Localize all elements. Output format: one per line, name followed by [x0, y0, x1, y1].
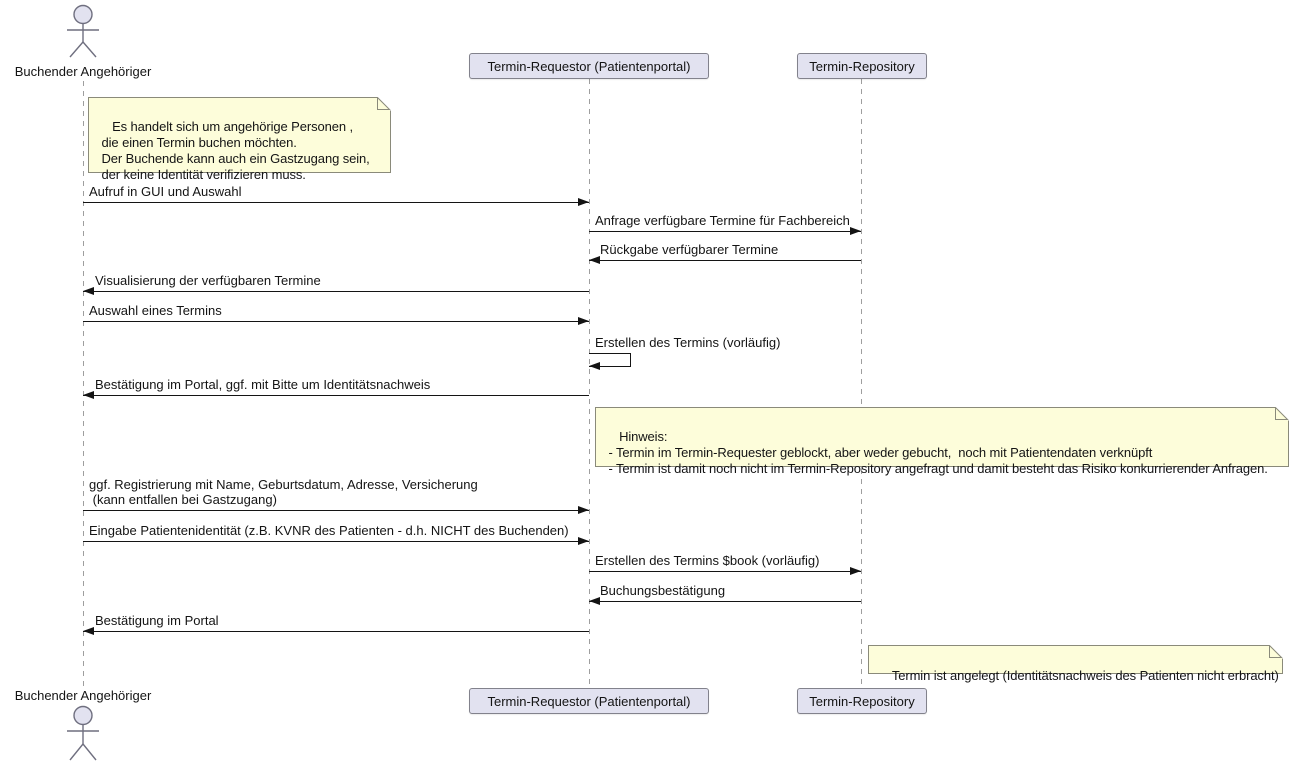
note-fold-icon: [1275, 407, 1289, 421]
message-label: Bestätigung im Portal, ggf. mit Bitte um…: [95, 377, 431, 392]
note-result: Termin ist angelegt (Identitätsnachweis …: [868, 645, 1283, 683]
participant-termin-repository-bottom: Termin-Repository: [797, 688, 927, 714]
message-label: Auswahl eines Termins: [89, 303, 222, 318]
message-label: ggf. Registrierung mit Name, Geburtsdatu…: [89, 477, 478, 507]
message-arrow-left: [83, 287, 589, 296]
note-text: Es handelt sich um angehörige Personen ,…: [101, 119, 370, 182]
actor-label-top: Buchender Angehöriger: [14, 64, 152, 79]
message-arrow-right: [589, 227, 861, 236]
participant-termin-requestor-top: Termin-Requestor (Patientenportal): [469, 53, 709, 79]
self-message-top-line: [589, 349, 631, 358]
message-arrow-right: [83, 317, 589, 326]
message-label: Erstellen des Termins (vorläufig): [595, 335, 781, 350]
lifeline-termin-repository: [861, 79, 862, 688]
lifeline-termin-requestor: [589, 79, 590, 688]
actor-icon: [61, 4, 105, 65]
actor-label-bottom: Buchender Angehöriger: [14, 688, 152, 703]
note-intro: Es handelt sich um angehörige Personen ,…: [88, 97, 391, 182]
participant-label: Termin-Repository: [809, 693, 915, 709]
message-label: Eingabe Patientenidentität (z.B. KVNR de…: [89, 523, 569, 538]
message-arrow-right: [83, 198, 589, 207]
note-text: Hinweis: - Termin im Termin-Requester ge…: [608, 429, 1268, 476]
message-arrow-left: [83, 391, 589, 400]
message-label: Visualisierung der verfügbaren Termine: [95, 273, 321, 288]
message-label: Aufruf in GUI und Auswahl: [89, 184, 242, 199]
message-label: Rückgabe verfügbarer Termine: [600, 242, 779, 257]
lifeline-buchender-angehoeriger: [83, 81, 84, 688]
message-label: Anfrage verfügbare Termine für Fachberei…: [595, 213, 850, 228]
self-message-side-line: [630, 353, 631, 367]
note-fold-icon: [1269, 645, 1283, 659]
message-label: Bestätigung im Portal: [95, 613, 219, 628]
message-arrow-left: [83, 627, 589, 636]
message-label: Erstellen des Termins $book (vorläufig): [595, 553, 820, 568]
participant-termin-repository-top: Termin-Repository: [797, 53, 927, 79]
message-label: Buchungsbestätigung: [600, 583, 726, 598]
participant-termin-requestor-bottom: Termin-Requestor (Patientenportal): [469, 688, 709, 714]
message-arrow-right: [83, 537, 589, 546]
actor-icon: [61, 704, 105, 768]
message-arrow-left: [589, 256, 861, 265]
message-arrow-right: [589, 567, 861, 576]
self-message-return-arrow: [589, 362, 631, 371]
note-text: Termin ist angelegt (Identitätsnachweis …: [891, 668, 1279, 683]
participant-label: Termin-Requestor (Patientenportal): [487, 58, 691, 74]
participant-label: Termin-Repository: [809, 58, 915, 74]
message-arrow-right: [83, 506, 589, 515]
message-arrow-left: [589, 597, 861, 606]
note-hinweis: Hinweis: - Termin im Termin-Requester ge…: [595, 407, 1289, 476]
note-fold-icon: [377, 97, 391, 111]
participant-label: Termin-Requestor (Patientenportal): [487, 693, 691, 709]
